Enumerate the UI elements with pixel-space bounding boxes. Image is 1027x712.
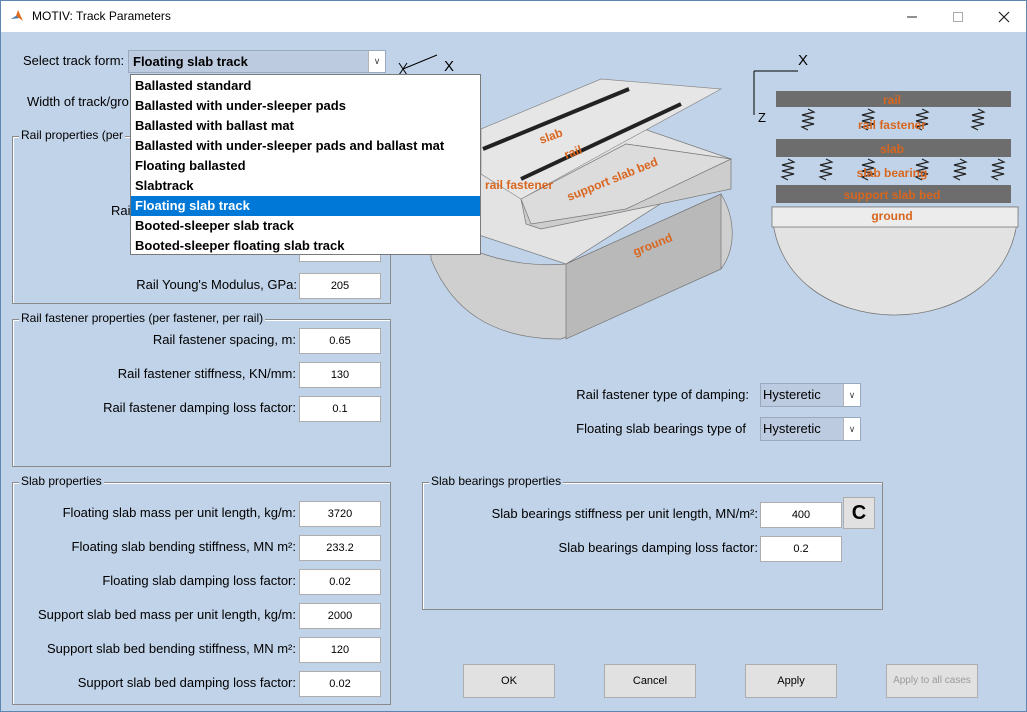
dropdown-option[interactable]: Ballasted with ballast mat [135,118,294,133]
chevron-down-icon: ∨ [368,51,385,72]
rail-youngs-field[interactable]: 205 [299,273,381,299]
section-slab-bearing-label: slab bearing [857,166,928,180]
maximize-icon [953,11,963,22]
section-rail-label: rail [883,93,901,107]
matlab-logo-icon [11,10,23,21]
apply-all-button[interactable]: Apply to all cases [886,664,978,698]
fastener-stiffness-field[interactable]: 130 [299,362,381,388]
apply-button[interactable]: Apply [745,664,837,698]
close-icon [998,11,1010,22]
chevron-down-icon: ∨ [843,418,860,440]
track-form-dropdown-list: Ballasted standard Ballasted with under-… [130,74,481,255]
section-ground-label: ground [871,209,912,223]
dropdown-option[interactable]: Ballasted with under-sleeper pads [135,98,346,113]
dropdown-option[interactable]: Slabtrack [135,178,194,193]
support-slab-bed [520,143,733,225]
slab-bending-field[interactable]: 233.2 [299,535,381,561]
section-support-slab-bed-label: support slab bed [844,188,941,202]
section-z-label: Z [758,110,766,125]
slab-damping-label: Floating slab damping loss factor: [102,573,296,588]
diagram-x-label: X [444,58,454,75]
close-button[interactable] [981,1,1027,32]
section-slab [776,139,1011,157]
diagram-rail-label: rail [562,143,584,162]
section-rail-fastener-label: rail fastener [858,118,926,132]
slab-bearings-group: Slab bearings properties [422,474,883,610]
c-button[interactable]: C [843,497,875,529]
track-section-diagram: X Z rail rail fastener slab slab bearing… [753,52,1019,316]
track-3d-diagram: X slab rail rail fastener support slab b… [398,54,733,340]
dropdown-option[interactable]: Floating ballasted [135,158,246,173]
rail-left [482,87,630,151]
slab-properties-title: Slab properties [19,474,104,488]
section-rail-fastener-springs [800,108,986,131]
bearings-stiffness-field[interactable]: 400 [760,502,842,528]
bearings-damping-type-value: Hysteretic [763,421,821,436]
chevron-down-icon: ∨ [843,384,860,406]
track-form-value: Floating slab track [133,54,248,69]
fastener-spacing-label: Rail fastener spacing, m: [152,332,296,347]
slab-mass-field[interactable]: 3720 [299,501,381,527]
slab-mass-label: Floating slab mass per unit length, kg/m… [62,505,296,520]
minimize-icon [907,16,917,17]
diagram-rail-fastener-label: rail fastener [485,178,553,192]
section-rail [776,91,1011,107]
section-slab-label: slab [880,142,904,156]
bed-bending-label: Support slab bed bending stiffness, MN m… [46,641,296,656]
slab-damping-field[interactable]: 0.02 [299,569,381,595]
rail-fastener-title: Rail fastener properties (per fastener, … [19,311,266,325]
bed-damping-label: Support slab bed damping loss factor: [77,675,296,690]
maximize-button[interactable] [935,1,981,32]
fastener-damping-type-select[interactable]: Hysteretic ∨ [760,383,861,407]
window-title: MOTIV: Track Parameters [32,9,171,23]
fastener-damping-field[interactable]: 0.1 [299,396,381,422]
dropdown-option[interactable]: Ballasted with under-sleeper pads and ba… [135,138,445,153]
rail-right [520,102,682,181]
bearings-damping-field[interactable]: 0.2 [760,536,842,562]
section-x-label: X [798,52,808,69]
fastener-damping-type-value: Hysteretic [763,387,821,402]
dropdown-option-selected[interactable]: Floating slab track [131,196,480,216]
fastener-stiffness-label: Rail fastener stiffness, KN/mm: [117,366,296,381]
minimize-button[interactable] [889,1,935,32]
rail-properties-title: Rail properties (per [19,128,126,142]
slab-bearings-title: Slab bearings properties [429,474,564,488]
width-label: Width of track/gro [27,94,129,109]
rail-youngs-label: Rail Young's Modulus, GPa: [136,277,297,292]
bed-bending-field[interactable]: 120 [299,637,381,663]
dropdown-option[interactable]: Booted-sleeper slab track [135,218,294,233]
bearings-damping-label: Slab bearings damping loss factor: [558,540,758,555]
cancel-button[interactable]: Cancel [604,664,696,698]
slab-properties-group: Slab properties [12,474,391,705]
diagram-x-axis [402,54,438,70]
dropdown-option[interactable]: Booted-sleeper floating slab track [135,238,345,253]
section-slab-bearing-springs [780,158,1006,181]
fastener-spacing-field[interactable]: 0.65 [299,328,381,354]
bed-mass-label: Support slab bed mass per unit length, k… [38,607,296,622]
bearings-damping-type-select[interactable]: Hysteretic ∨ [760,417,861,441]
rail-partial-label: Rai [111,203,131,218]
rail-fastener-group: Rail fastener properties (per fastener, … [12,311,391,467]
fastener-damping-type-label: Rail fastener type of damping: [576,387,749,402]
track-form-select[interactable]: Floating slab track ∨ [128,50,386,73]
bearings-stiffness-label: Slab bearings stiffness per unit length,… [491,506,758,521]
track-form-label: Select track form: [23,53,125,68]
title-bar: MOTIV: Track Parameters [1,1,1026,32]
section-ground [771,206,1019,316]
slab-bending-label: Floating slab bending stiffness, MN m²: [71,539,296,554]
fastener-damping-label: Rail fastener damping loss factor: [103,400,296,415]
ok-button[interactable]: OK [463,664,555,698]
bearings-damping-type-label: Floating slab bearings type of [576,421,746,436]
dropdown-option[interactable]: Ballasted standard [135,78,252,93]
section-support-slab-bed [776,185,1011,203]
bed-mass-field[interactable]: 2000 [299,603,381,629]
bed-damping-field[interactable]: 0.02 [299,671,381,697]
